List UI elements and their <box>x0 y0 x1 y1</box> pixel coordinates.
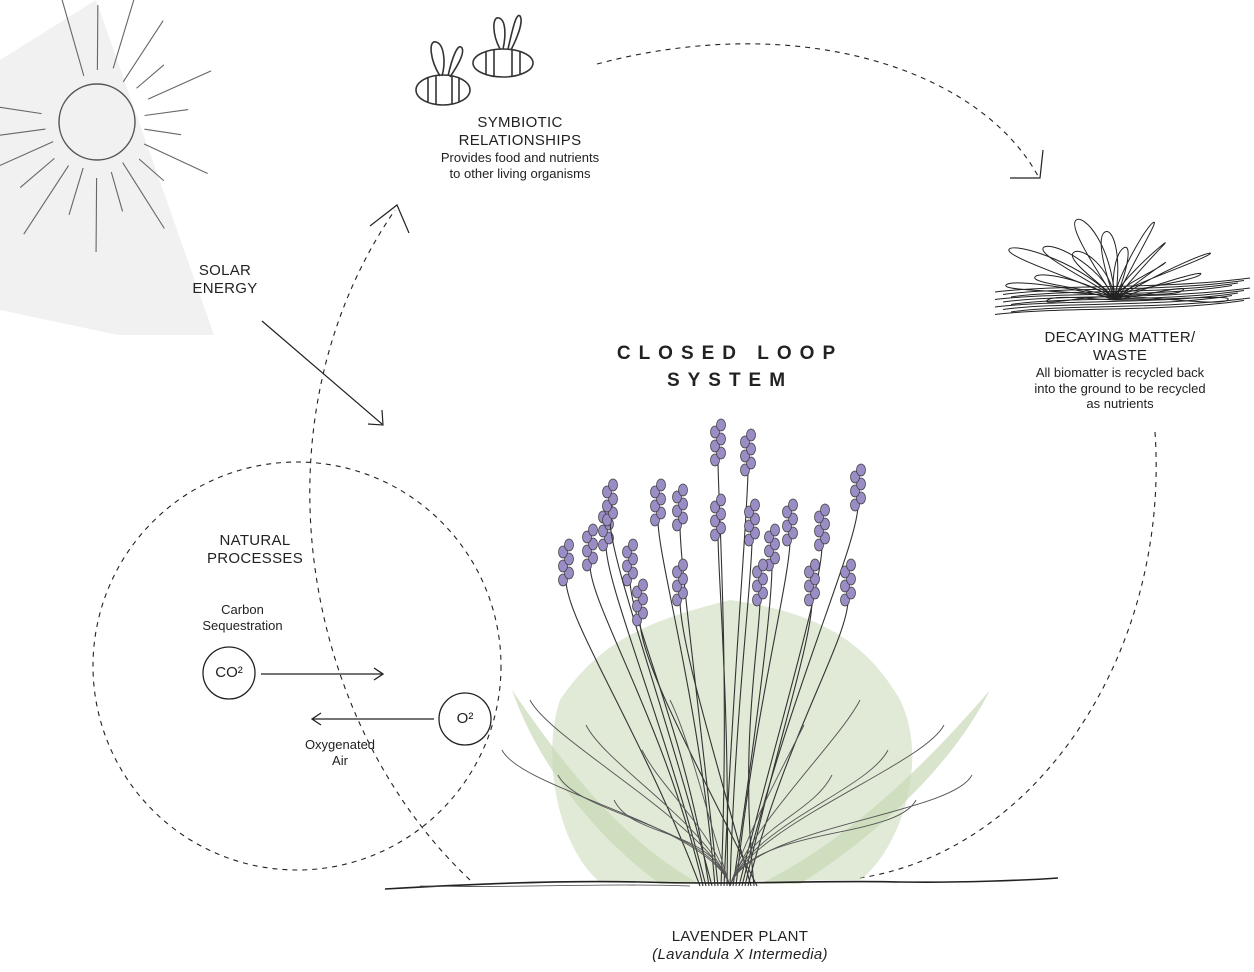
natural-label-line2: PROCESSES <box>180 550 330 568</box>
co2-label: CO² <box>201 664 257 681</box>
oxygenated-label-line1: Oxygenated <box>280 737 400 753</box>
decaying-heading-line1: DECAYING MATTER/ <box>1000 329 1240 347</box>
dashed-arrow-symbiotic-to-decay <box>597 44 1038 176</box>
o2-label: O² <box>437 710 493 727</box>
dashed-arrow-decay-to-plant <box>860 432 1156 878</box>
page-title: CLOSED LOOP SYSTEM <box>580 341 880 394</box>
plant-name: LAVENDER PLANT <box>600 928 880 946</box>
carbon-label-line1: Carbon <box>180 602 305 618</box>
title-line1: CLOSED LOOP <box>580 341 880 368</box>
oxygenated-label-line2: Air <box>280 753 400 769</box>
carbon-label-line2: Sequestration <box>180 618 305 634</box>
dashed-arrow-plant-to-symbiotic <box>310 210 470 880</box>
natural-label-line1: NATURAL <box>180 532 330 550</box>
natural-processes-label: NATURAL PROCESSES <box>180 532 330 568</box>
solar-label-line1: SOLAR <box>170 262 280 280</box>
symbiotic-heading-line2: RELATIONSHIPS <box>405 132 635 150</box>
title-line2: SYSTEM <box>580 368 880 395</box>
solar-arrow <box>262 321 382 424</box>
symbiotic-block: SYMBIOTIC RELATIONSHIPS Provides food an… <box>405 114 635 181</box>
bee-icon <box>416 42 470 105</box>
decaying-plant-icon <box>995 219 1250 314</box>
oxygenated-air-label: Oxygenated Air <box>280 737 400 768</box>
symbiotic-desc-line1: Provides food and nutrients <box>405 150 635 166</box>
decaying-desc-line2: into the ground to be recycled <box>1000 381 1240 397</box>
solar-energy-label: SOLAR ENERGY <box>170 262 280 298</box>
plant-caption: LAVENDER PLANT (Lavandula X Intermedia) <box>600 928 880 964</box>
plant-latin-name: (Lavandula X Intermedia) <box>600 946 880 964</box>
decaying-block: DECAYING MATTER/ WASTE All biomatter is … <box>1000 329 1240 412</box>
bee-icon <box>473 15 533 77</box>
decaying-desc-line3: as nutrients <box>1000 396 1240 412</box>
symbiotic-desc-line2: to other living organisms <box>405 166 635 182</box>
decaying-desc-line1: All biomatter is recycled back <box>1000 365 1240 381</box>
decaying-heading-line2: WASTE <box>1000 347 1240 365</box>
natural-processes-circle <box>93 462 501 870</box>
solar-label-line2: ENERGY <box>170 280 280 298</box>
carbon-sequestration-label: Carbon Sequestration <box>180 602 305 633</box>
symbiotic-heading-line1: SYMBIOTIC <box>405 114 635 132</box>
lavender-plant-icon <box>502 419 990 886</box>
